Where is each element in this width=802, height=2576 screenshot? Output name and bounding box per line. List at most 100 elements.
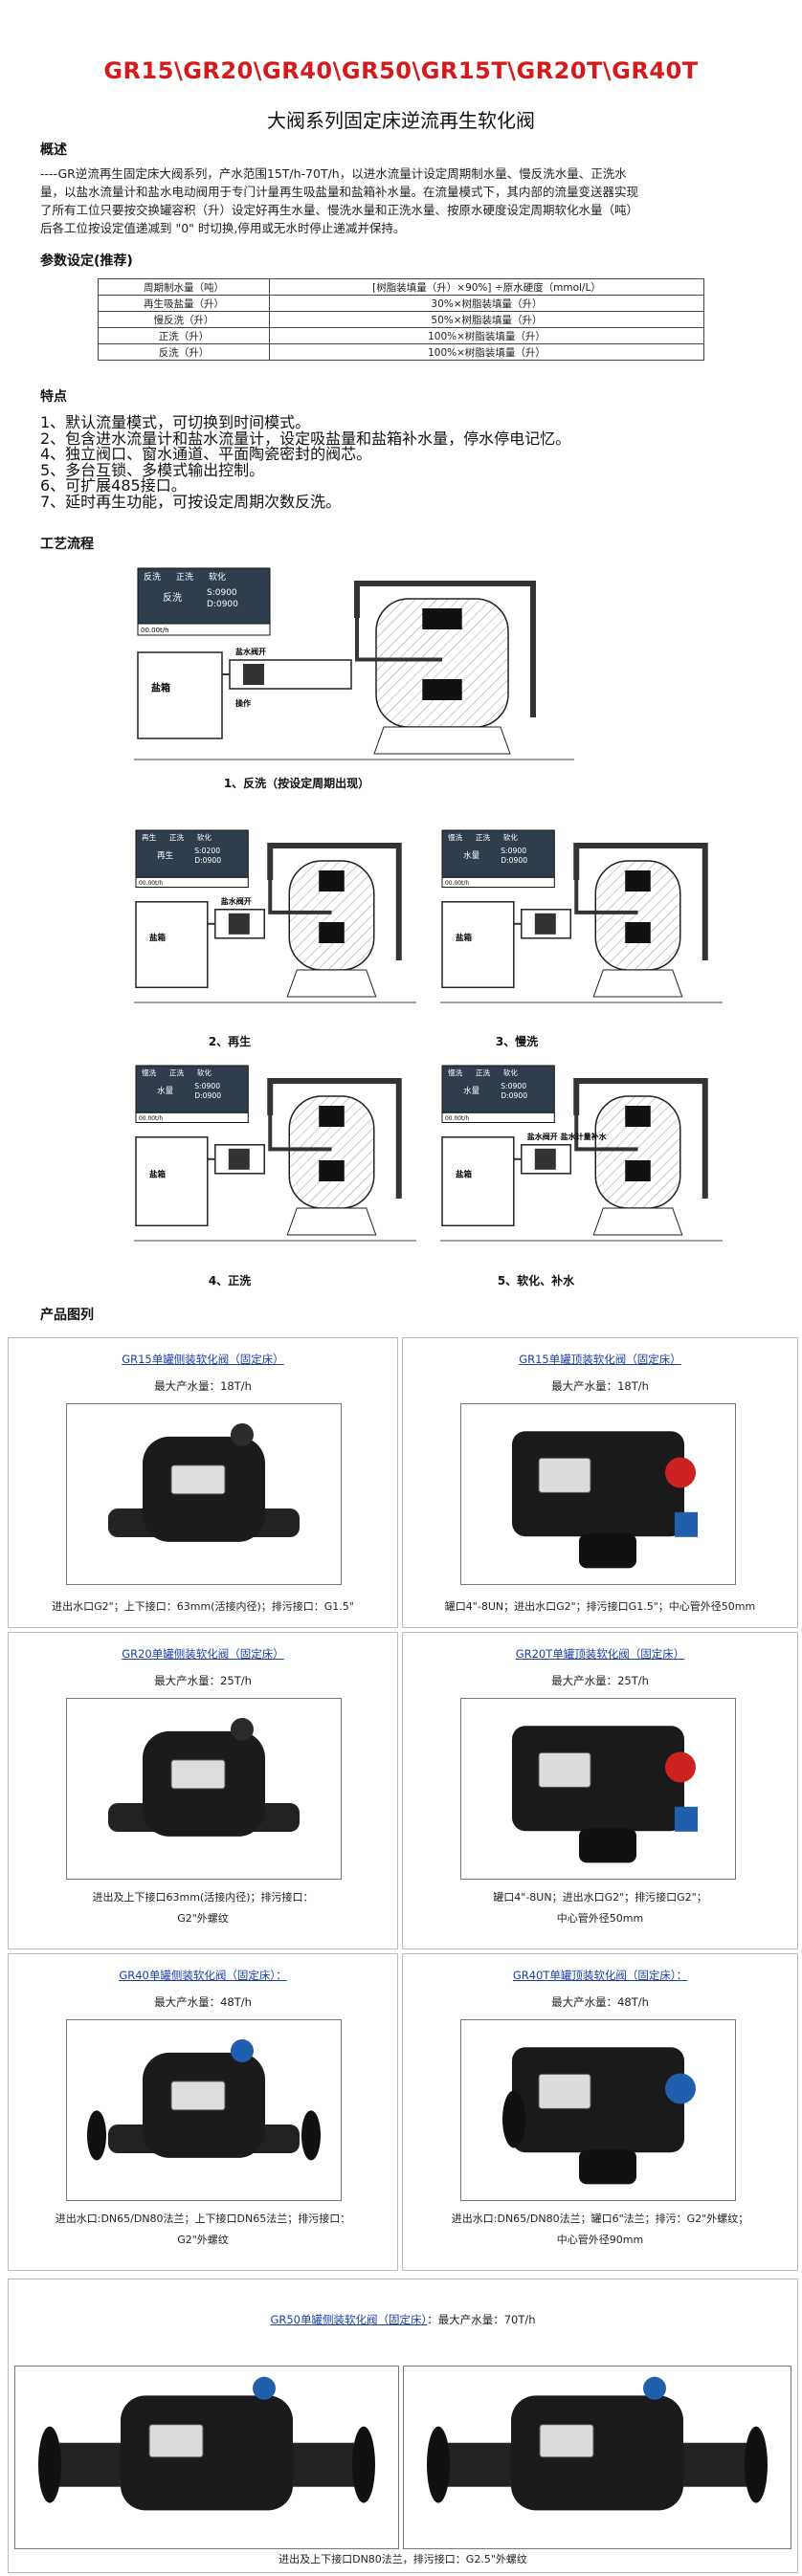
display-tab: 软化 xyxy=(503,1068,519,1077)
lower-distributor xyxy=(422,679,462,700)
valve-display xyxy=(538,1751,591,1788)
display-value: D:0900 xyxy=(194,1091,221,1100)
param-value: [树脂装填量（升）×90%] ÷原水硬度（mmol/L） xyxy=(269,278,704,296)
brine-tank xyxy=(137,651,223,739)
pipe-label: 盐水阀开 盐水计量补水 xyxy=(527,1132,608,1141)
param-value: 100%×树脂装填量（升） xyxy=(269,327,704,344)
product-desc-line: 进出水口:DN65/DN80法兰；罐口6"法兰；排污：G2"外螺纹； xyxy=(451,2213,749,2225)
display-value: D:0900 xyxy=(501,1091,527,1100)
product-flow: 最大产水量：18T/h xyxy=(551,1379,649,1393)
upper-distributor xyxy=(625,870,651,892)
valve-label: 操作 xyxy=(235,698,251,708)
valve-display xyxy=(170,1464,226,1495)
tank-base xyxy=(592,969,683,998)
brine-tank-label: 盐箱 xyxy=(456,933,473,943)
product-name-link[interactable]: GR15单罐顶装软化阀（固定床） xyxy=(519,1353,681,1366)
product-desc-line: 中心管外径90mm xyxy=(556,2234,644,2246)
product-image xyxy=(460,1698,736,1880)
display-tab: 软化 xyxy=(209,571,226,583)
overview-heading: 概述 xyxy=(40,143,67,158)
product-name-link[interactable]: GR40单罐侧装软化阀（固定床）： xyxy=(119,1969,287,1982)
product-desc: 进出水口:DN65/DN80法兰；罐口6"法兰；排污：G2"外螺纹； 中心管外径… xyxy=(412,2209,788,2251)
product-desc: 进出及上下接口63mm(活接内径)；排污接口： G2"外螺纹 xyxy=(18,1887,388,1929)
valve-motor xyxy=(231,1717,254,1741)
display-tab: 再生 xyxy=(142,832,157,842)
display-value: S:0900 xyxy=(501,847,526,855)
gr50-title: GR50单罐侧装软化阀（固定床）：最大产水量：70T/h xyxy=(9,2312,797,2327)
product-desc-line: G2"外螺纹 xyxy=(177,1912,229,1925)
product-card: GR15单罐顶装软化阀（固定床） 最大产水量：18T/h 罐口4"-8UN；进出… xyxy=(402,1337,798,1628)
process-heading: 工艺流程 xyxy=(40,537,94,552)
tank-base xyxy=(592,1207,683,1236)
params-table: 周期制水量（吨）[树脂装填量（升）×90%] ÷原水硬度（mmol/L） 再生吸… xyxy=(98,278,704,361)
product-name-link[interactable]: GR20T单罐顶装软化阀（固定床） xyxy=(515,1647,685,1661)
process-caption: 3、慢洗 xyxy=(495,1035,539,1048)
valve-motor xyxy=(231,2038,254,2062)
valve-body xyxy=(511,2395,683,2511)
valve-flange-image xyxy=(87,2038,321,2161)
valve-motor xyxy=(231,1422,254,1446)
product-name-link[interactable]: GR40T单罐顶装软化阀（固定床）： xyxy=(512,1969,688,1982)
product-flow: 最大产水量：25T/h xyxy=(154,1674,252,1687)
product-desc: 罐口4"-8UN；进出水口G2"；排污接口G1.5"；中心管外径50mm xyxy=(412,1596,788,1618)
process-caption: 1、反洗（按设定周期出现） xyxy=(223,777,370,790)
lower-distributor xyxy=(625,1160,651,1181)
pipe-label: 盐水阀开 xyxy=(235,647,266,656)
controller-display xyxy=(441,829,555,878)
product-name-link[interactable]: GR15单罐侧装软化阀（固定床） xyxy=(122,1353,284,1366)
valve-port xyxy=(534,913,556,935)
valve-knob xyxy=(665,2073,696,2104)
product-flow: ：最大产水量：70T/h xyxy=(427,2313,536,2326)
display-tab: 慢洗 xyxy=(448,1068,463,1077)
process-caption: 5、软化、补水 xyxy=(497,1274,575,1288)
valve-display xyxy=(148,2424,204,2458)
valve-top-image xyxy=(512,1726,698,1863)
param-key: 反洗（升） xyxy=(98,343,270,361)
product-card: GR20单罐侧装软化阀（固定床） 最大产水量：25T/h 进出及上下接口63mm… xyxy=(8,1632,398,1949)
product-name-link[interactable]: GR20单罐侧装软化阀（固定床） xyxy=(122,1647,284,1661)
display-tab: 正洗 xyxy=(476,1068,491,1077)
counter-bar xyxy=(441,876,555,888)
overview-line: 后各工位按设定值递减到 "0" 时切换,停用或无水时停止递减并保持。 xyxy=(40,221,406,235)
brine-tank-label: 盐箱 xyxy=(149,933,167,943)
product-desc-line: 进出水口:DN65/DN80法兰；上下接口DN65法兰；排污接口： xyxy=(55,2213,351,2225)
feature-item: 7、延时再生功能，可按设定周期次数反洗。 xyxy=(40,492,342,511)
product-desc-line: 进出水口G2"；上下接口：63mm(活接内径)；排污接口：G1.5" xyxy=(52,1600,354,1613)
valve-base xyxy=(579,2149,636,2185)
counter-text: 00.00t/h xyxy=(445,880,469,887)
process-caption: 2、再生 xyxy=(208,1035,252,1048)
param-key: 周期制水量（吨） xyxy=(98,278,270,296)
table-row: 再生吸盐量（升）30%×树脂装填量（升） xyxy=(98,295,704,312)
valve-side-image xyxy=(108,1422,300,1542)
brine-tank xyxy=(135,901,209,989)
param-value: 100%×树脂装填量（升） xyxy=(269,343,704,361)
param-key: 慢反洗（升） xyxy=(98,311,270,328)
overview-line: 量，以盐水流量计和盐水电动阀用于专门计量再生吸盐量和盐箱补水量。在流量模式下，其… xyxy=(40,185,639,199)
display-value: S:0900 xyxy=(501,1082,526,1090)
display-tab: 软化 xyxy=(197,832,212,842)
product-card: GR15单罐侧装软化阀（固定床） 最大产水量：18T/h 进出水口G2"；上下接… xyxy=(8,1337,398,1628)
product-card: GR40单罐侧装软化阀（固定床）： 最大产水量：48T/h 进出水口:DN65/… xyxy=(8,1953,398,2271)
flange-right xyxy=(352,2426,375,2503)
product-image xyxy=(66,1403,342,1585)
valve-motor xyxy=(253,2376,276,2400)
upper-distributor xyxy=(319,1106,345,1127)
product-card-gr50: GR50单罐侧装软化阀（固定床）：最大产水量：70T/h 进出及上下接口DN80… xyxy=(8,2279,798,2573)
brine-tank xyxy=(441,1136,515,1227)
params-heading: 参数设定(推荐) xyxy=(40,253,133,269)
flange-right xyxy=(301,2110,321,2161)
process-diagram-svg: 慢洗正洗软化水量S:0900D:090000.00t/h盐箱 xyxy=(134,1065,416,1242)
display-value: D:0900 xyxy=(207,600,238,609)
valve-side-image xyxy=(108,1717,300,1837)
product-desc-line: 罐口4"-8UN；进出水口G2"；排污接口G2"； xyxy=(493,1891,707,1904)
display-tab: 反洗 xyxy=(144,571,161,583)
product-name-link[interactable]: GR50单罐侧装软化阀（固定床） xyxy=(270,2313,428,2326)
overview-line: 了所有工位只要按交换罐容积（升）设定好再生水量、慢洗水量和正洗水量、按原水硬度设… xyxy=(40,203,639,217)
table-row: 周期制水量（吨）[树脂装填量（升）×90%] ÷原水硬度（mmol/L） xyxy=(98,278,704,296)
table-row: 慢反洗（升）50%×树脂装填量（升） xyxy=(98,311,704,328)
flange-right xyxy=(745,2426,768,2503)
product-flow: 最大产水量：48T/h xyxy=(154,1995,252,2009)
